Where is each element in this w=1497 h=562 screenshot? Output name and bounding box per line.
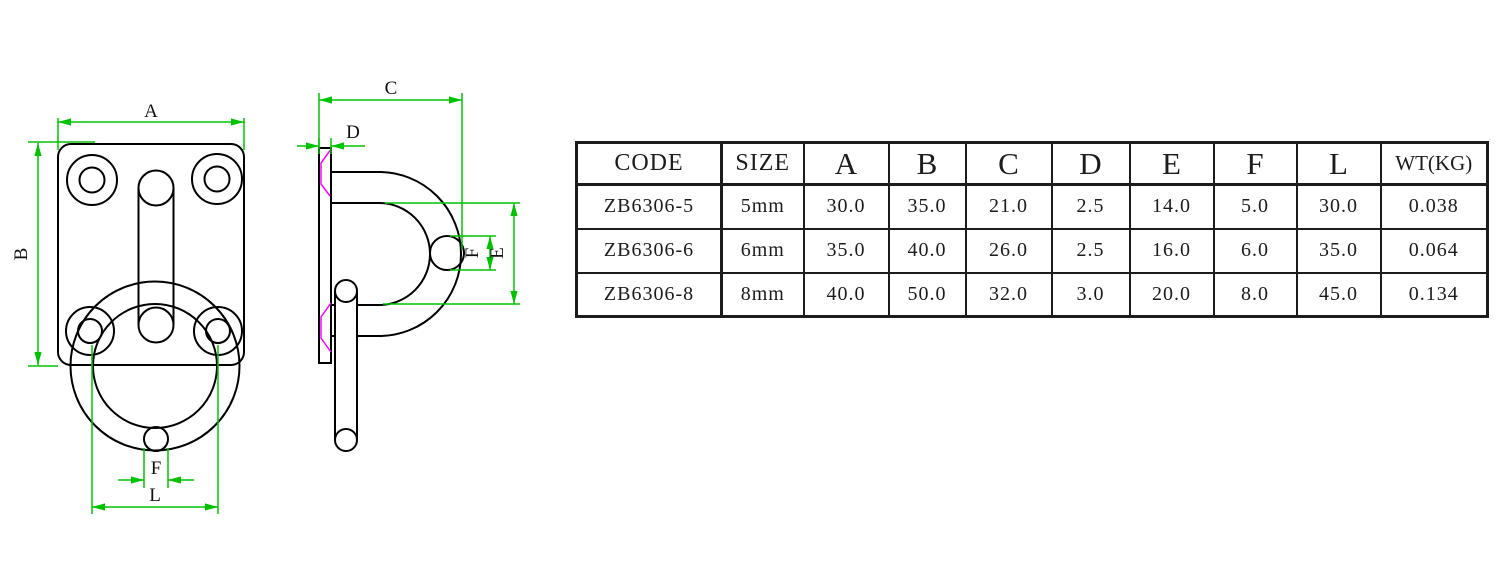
- ring-front: [69, 280, 241, 452]
- col-header-l: L: [1295, 141, 1382, 186]
- cell-f: 6.0: [1212, 227, 1298, 274]
- cell-code: ZB6306-5: [575, 183, 723, 230]
- cell-c: 32.0: [964, 271, 1053, 318]
- cell-d: 3.0: [1050, 271, 1131, 318]
- eye-strap: [137, 169, 175, 344]
- dim-l: [91, 345, 219, 514]
- cell-d: 2.5: [1050, 227, 1131, 274]
- dim-f-front: [118, 448, 194, 488]
- cell-l: 45.0: [1295, 271, 1382, 318]
- cell-l: 30.0: [1295, 183, 1382, 230]
- header-row: CODE SIZE A B C D E F L WT(KG): [575, 141, 1489, 186]
- dim-b: [28, 141, 95, 367]
- dim-a: [57, 118, 245, 150]
- mount-hole-top-right: [191, 153, 243, 205]
- cell-e: 20.0: [1128, 271, 1215, 318]
- ring-cross-section: [429, 235, 465, 271]
- technical-drawing: A B F L: [11, 78, 520, 514]
- front-view: [57, 143, 245, 452]
- plate-outline: [57, 143, 245, 366]
- col-header-f: F: [1212, 141, 1298, 186]
- mount-hole-top-left: [66, 154, 118, 206]
- cell-a: 30.0: [802, 183, 890, 230]
- cell-code: ZB6306-8: [575, 271, 723, 318]
- dim-label-f-side: F: [462, 248, 483, 259]
- cell-l: 35.0: [1295, 227, 1382, 274]
- cell-wt: 0.134: [1379, 271, 1489, 318]
- dim-label-l: L: [149, 485, 161, 506]
- table-row: ZB6306-5 5mm 30.0 35.0 21.0 2.5 14.0 5.0…: [575, 183, 1489, 230]
- col-header-b: B: [887, 141, 967, 186]
- cell-f: 5.0: [1212, 183, 1298, 230]
- cell-e: 16.0: [1128, 227, 1215, 274]
- cell-c: 26.0: [964, 227, 1053, 274]
- dim-f-side: [450, 235, 496, 271]
- cell-c: 21.0: [964, 183, 1053, 230]
- cell-a: 35.0: [802, 227, 890, 274]
- cell-b: 50.0: [887, 271, 967, 318]
- spec-table: CODE SIZE A B C D E F L WT(KG) ZB6306-5 …: [575, 141, 1489, 318]
- col-header-a: A: [802, 141, 890, 186]
- countersink-mark-top: [320, 150, 331, 197]
- col-header-d: D: [1050, 141, 1131, 186]
- col-header-e: E: [1128, 141, 1215, 186]
- cell-wt: 0.038: [1379, 183, 1489, 230]
- table-row: ZB6306-6 6mm 35.0 40.0 26.0 2.5 16.0 6.0…: [575, 227, 1489, 274]
- col-header-code: CODE: [575, 141, 723, 186]
- col-header-c: C: [964, 141, 1053, 186]
- dim-d: [297, 138, 365, 154]
- side-view-dimensions: [297, 93, 520, 305]
- dim-e: [383, 202, 520, 305]
- ring-side: [334, 279, 358, 452]
- cell-f: 8.0: [1212, 271, 1298, 318]
- table-row: ZB6306-8 8mm 40.0 50.0 32.0 3.0 20.0 8.0…: [575, 271, 1489, 318]
- col-header-size: SIZE: [720, 141, 805, 186]
- ring-wire-circle: [143, 426, 169, 452]
- cell-wt: 0.064: [1379, 227, 1489, 274]
- spec-table-container: CODE SIZE A B C D E F L WT(KG) ZB6306-5 …: [575, 141, 1489, 318]
- dim-label-b: B: [11, 248, 32, 261]
- cell-code: ZB6306-6: [575, 227, 723, 274]
- cell-e: 14.0: [1128, 183, 1215, 230]
- cell-b: 35.0: [887, 183, 967, 230]
- cell-size: 5mm: [720, 183, 805, 230]
- plate-side-outline: [318, 147, 332, 364]
- dim-label-e: E: [487, 247, 508, 259]
- cell-b: 40.0: [887, 227, 967, 274]
- side-view: [318, 147, 465, 452]
- dim-label-f-front: F: [151, 458, 162, 479]
- front-view-dimensions: [28, 118, 245, 514]
- dim-label-a: A: [144, 101, 158, 122]
- col-header-wt: WT(KG): [1379, 141, 1489, 186]
- dim-label-c: C: [385, 78, 398, 99]
- cell-d: 2.5: [1050, 183, 1131, 230]
- cell-size: 8mm: [720, 271, 805, 318]
- countersink-marks: [320, 150, 332, 353]
- cell-size: 6mm: [720, 227, 805, 274]
- countersink-mark-bottom: [320, 302, 332, 353]
- dim-label-d: D: [346, 122, 360, 143]
- cell-a: 40.0: [802, 271, 890, 318]
